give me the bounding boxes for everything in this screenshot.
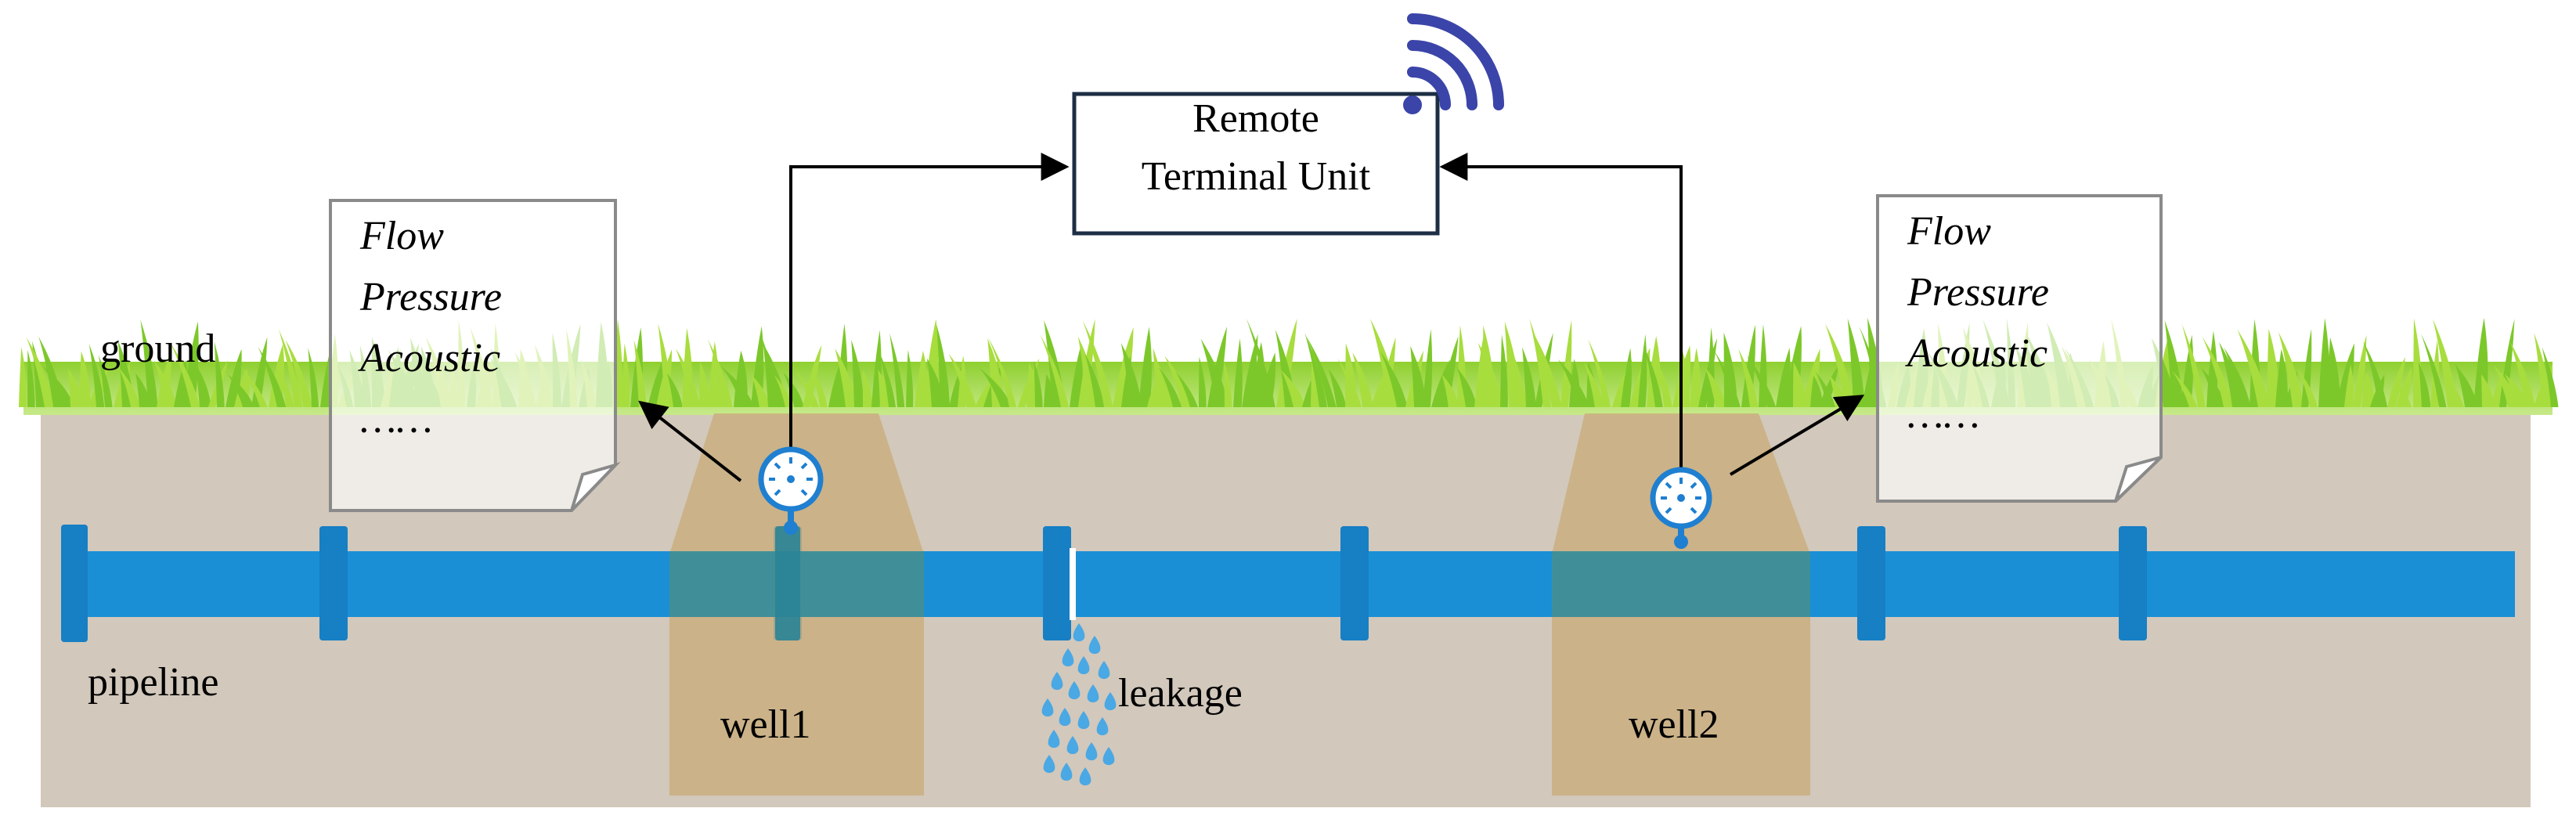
water-drop (1096, 717, 1109, 736)
pipe-flange (1340, 526, 1369, 640)
rtu-label-line2: Terminal Unit (1142, 154, 1371, 199)
water-drop (1102, 747, 1115, 766)
water-drop (1104, 692, 1117, 711)
water-drop (1059, 708, 1071, 727)
rtu-box (1072, 92, 1440, 236)
leakage-label: leakage (1118, 671, 1243, 716)
rtu-connections (789, 153, 1683, 517)
pipe-flange (1857, 526, 1885, 640)
well2-to-rtu-line (1439, 153, 1683, 509)
water-drop (1087, 684, 1099, 703)
pipe-flange (1043, 526, 1071, 640)
well1-to-rtu-line (789, 153, 1070, 517)
pipe-flange (2119, 526, 2147, 640)
water-drop (1066, 736, 1079, 755)
water-drop (1043, 755, 1055, 774)
pipe-flange (61, 525, 88, 642)
well2-label: well2 (1629, 702, 1719, 747)
water-drop (1088, 636, 1101, 655)
note-line: Flow (1907, 209, 1991, 254)
note-line: …… (1907, 392, 1979, 437)
wifi-icon (1403, 13, 1504, 114)
well1-to-note-arrow (638, 400, 742, 482)
remote-terminal-unit: Remote Terminal Unit (1072, 92, 1440, 236)
water-drop-icon (1041, 623, 1117, 786)
water-drop (1077, 656, 1090, 675)
note-line: Pressure (359, 275, 502, 319)
well2-to-note-arrow (1729, 395, 1865, 476)
pipe-break (1070, 548, 1076, 620)
pressure-gauge-icon (758, 446, 824, 535)
well1-label: well1 (720, 702, 811, 747)
sensor-data-note-1: Flow Pressure Acoustic …… (329, 199, 621, 512)
pipeline-label: pipeline (88, 660, 219, 705)
water-drop (1085, 742, 1098, 761)
sensor-data-note-2: Flow Pressure Acoustic …… (1876, 194, 2163, 503)
water-drop (1051, 672, 1063, 691)
pipe-in-well2 (1552, 551, 1810, 617)
note-line: Acoustic (1905, 331, 2047, 376)
water-drop (1060, 763, 1073, 781)
water-drop (1041, 698, 1054, 717)
water-drop (1098, 661, 1110, 680)
water-drop (1048, 730, 1060, 749)
note-line: Pressure (1907, 270, 2049, 315)
pipe-flange (319, 526, 348, 640)
water-drop (1079, 767, 1091, 786)
pressure-gauge-icon (1650, 467, 1712, 549)
water-drop (1068, 681, 1081, 700)
pipe-body (63, 551, 2515, 617)
rtu-label-line1: Remote (1192, 96, 1319, 141)
note-line: …… (360, 397, 432, 442)
note-line: Acoustic (358, 336, 500, 381)
water-drop (1073, 623, 1085, 642)
water-drop (1077, 711, 1090, 730)
note-line: Flow (359, 214, 444, 258)
water-drop (1062, 648, 1074, 667)
ground-label: ground (100, 327, 215, 371)
